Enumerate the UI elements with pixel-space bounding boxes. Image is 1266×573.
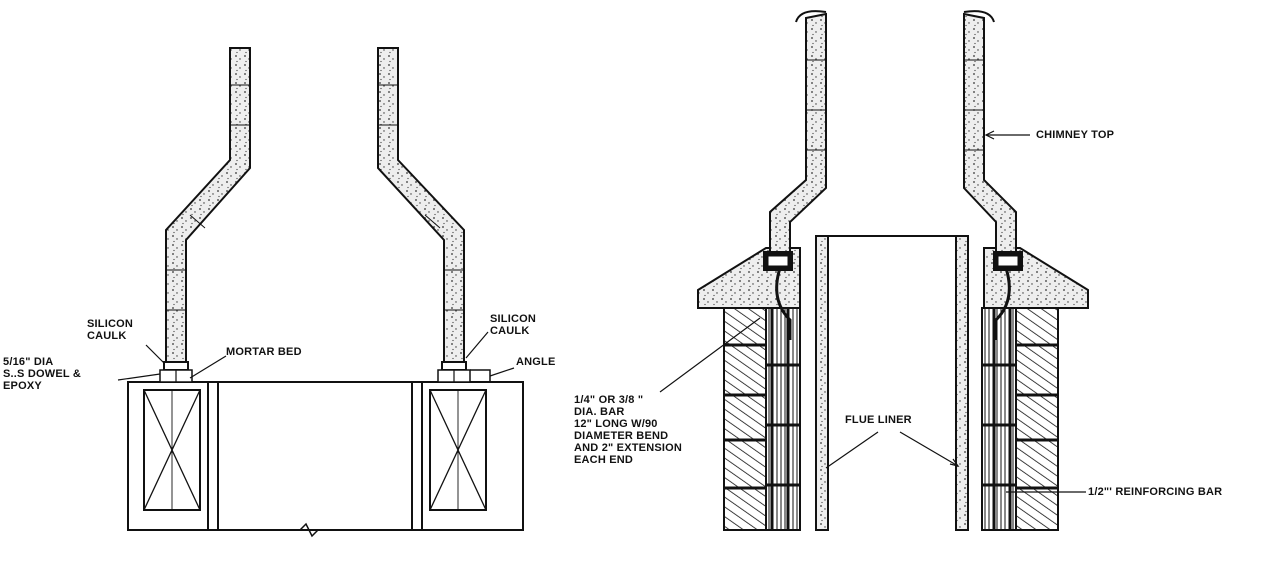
leader-dia-bar bbox=[660, 318, 760, 392]
right-masonry-right bbox=[1016, 308, 1058, 530]
left-pot-left-wall bbox=[166, 48, 250, 362]
label-chimney-top: CHIMNEY TOP bbox=[1036, 129, 1115, 141]
label-silicon-caulk-right: SILICON CAULK bbox=[490, 313, 537, 337]
left-caulk-joint-r bbox=[442, 362, 466, 370]
left-pot-right-wall bbox=[378, 48, 464, 362]
leader-silicon-caulk-right bbox=[466, 332, 488, 358]
right-pot-left-wall bbox=[770, 14, 826, 262]
right-chimney-detail bbox=[660, 11, 1088, 530]
leader-dowel bbox=[118, 374, 160, 380]
leader-mortar-bed bbox=[190, 356, 226, 378]
left-chimney-detail bbox=[118, 48, 523, 536]
left-base-wall bbox=[128, 382, 523, 530]
left-caulk-joint-l bbox=[164, 362, 188, 370]
label-dowel: 5/16" DIA S..S DOWEL & EPOXY bbox=[3, 356, 81, 392]
label-reinforcing-bar: 1/2"' REINFORCING BAR bbox=[1088, 486, 1223, 498]
right-masonry-left bbox=[724, 308, 766, 530]
label-flue-liner: FLUE LINER bbox=[845, 414, 912, 426]
label-dia-bar: 1/4" OR 3/8 " DIA. BAR 12" LONG W/90 DIA… bbox=[574, 394, 683, 466]
label-angle: ANGLE bbox=[516, 356, 556, 368]
right-dia-bar-right bbox=[996, 268, 1009, 340]
right-pot-right-wall bbox=[964, 14, 1016, 262]
right-flue-liner-right bbox=[956, 236, 968, 530]
leader-flue-liner-right bbox=[900, 432, 958, 466]
right-flue-liner-left bbox=[816, 236, 828, 530]
leader-flue-liner-left bbox=[826, 432, 878, 468]
label-silicon-caulk-left: SILICON CAULK bbox=[87, 318, 134, 342]
label-mortar-bed: MORTAR BED bbox=[226, 346, 302, 358]
leader-silicon-caulk-left bbox=[146, 345, 164, 363]
leader-angle bbox=[490, 368, 514, 376]
right-dia-bar-left bbox=[777, 268, 790, 340]
